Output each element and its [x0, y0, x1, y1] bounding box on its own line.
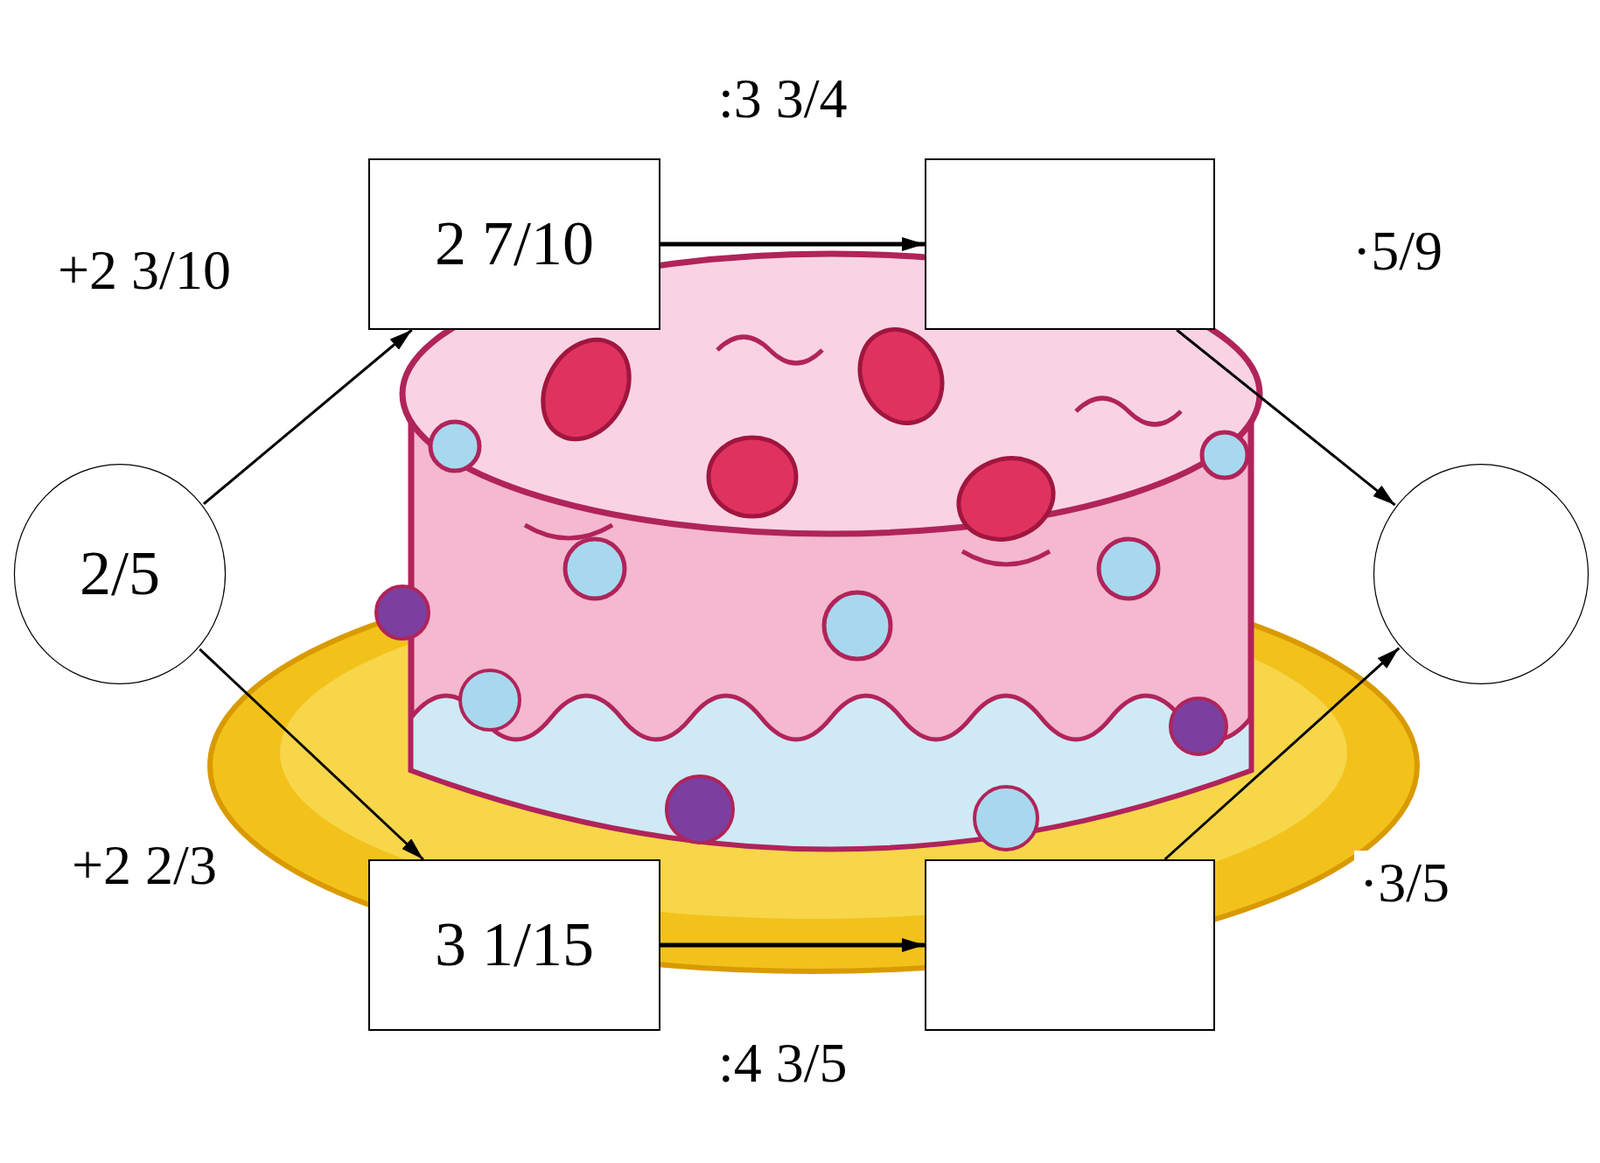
strawberry — [947, 445, 1065, 552]
operation-arrow — [1176, 329, 1395, 505]
flower — [974, 786, 1038, 850]
operation-label: +2 3/10 — [52, 237, 237, 303]
answer-box — [924, 859, 1216, 1031]
operation-label: :4 3/5 — [712, 1030, 853, 1096]
operation-label: ·5/9 — [1347, 218, 1448, 284]
answer-box: 2 7/10 — [368, 158, 661, 330]
flower — [376, 586, 429, 639]
flower — [460, 670, 520, 730]
operation-arrow — [660, 943, 925, 948]
operation-arrow — [203, 329, 413, 504]
fraction-value: 2/5 — [79, 538, 161, 608]
fraction-value: 3 1/15 — [434, 909, 594, 979]
cream-dot — [824, 592, 891, 659]
cream-dot — [430, 421, 480, 471]
operation-arrow — [1165, 648, 1400, 860]
operation-label: :3 3/4 — [712, 66, 853, 132]
cream-dot — [565, 538, 625, 599]
number-circle — [1371, 461, 1591, 686]
flower — [1170, 698, 1227, 755]
number-circle: 2/5 — [12, 461, 228, 686]
frosting-band — [411, 695, 1251, 849]
cream-dot — [1201, 432, 1248, 478]
answer-box — [924, 158, 1216, 330]
answer-box: 3 1/15 — [368, 859, 661, 1031]
strawberry — [525, 324, 647, 455]
strawberry — [845, 315, 958, 437]
strawberry — [708, 437, 797, 517]
fraction-value: 2 7/10 — [434, 209, 594, 279]
flower — [666, 775, 734, 843]
operation-label: ·3/5 — [1354, 850, 1455, 916]
operation-arrow — [199, 649, 423, 860]
cream-dot — [1098, 538, 1159, 599]
operation-label: +2 2/3 — [66, 832, 223, 898]
circle-outline — [1371, 461, 1591, 686]
operation-arrow — [660, 242, 925, 247]
